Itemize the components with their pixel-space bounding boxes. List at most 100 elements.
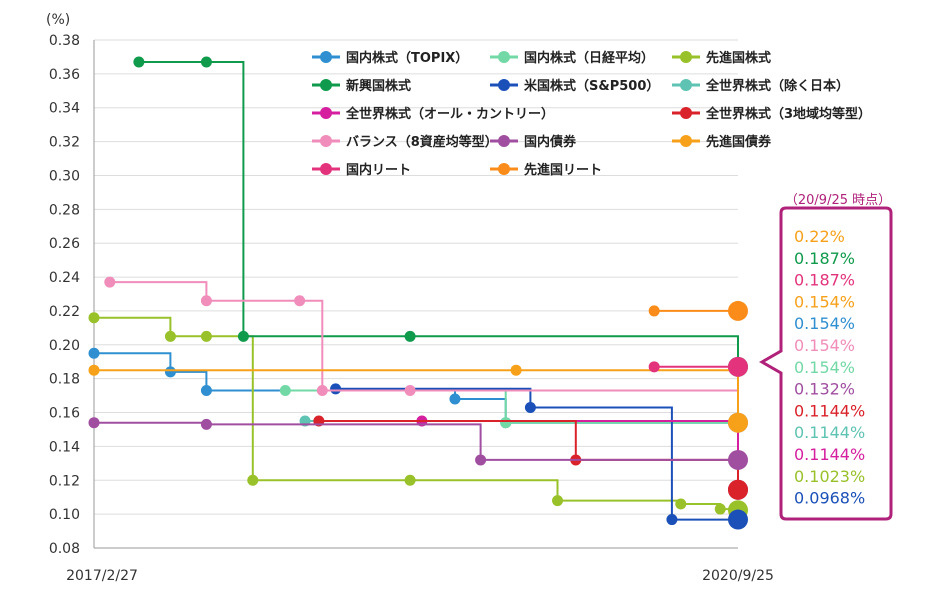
legend-swatch-dot — [498, 79, 510, 91]
y-tick-label: 0.30 — [49, 168, 80, 184]
legend-swatch-dot — [680, 79, 692, 91]
series-point — [449, 393, 461, 405]
callout-value: 0.154% — [794, 292, 855, 311]
legend-label: 国内株式（日経平均） — [524, 50, 654, 66]
legend-item: 米国株式（S&P500） — [490, 78, 659, 94]
series-end-marker — [728, 479, 748, 500]
series-point — [404, 385, 416, 397]
x-axis-ticks: 2017/2/27 2020/9/25 — [66, 568, 774, 584]
series-point — [294, 295, 306, 307]
series-point — [200, 385, 212, 397]
legend-label: 全世界株式（除く日本） — [705, 78, 849, 94]
legend-label: バランス（8資産均等型） — [346, 134, 498, 150]
y-tick-label: 0.12 — [49, 473, 80, 489]
series-point — [104, 276, 116, 288]
series-point — [714, 503, 726, 515]
series-point — [666, 514, 678, 526]
y-tick-label: 0.10 — [49, 507, 80, 523]
legend-swatch-dot — [498, 135, 510, 147]
legend-item: バランス（8資産均等型） — [312, 134, 498, 150]
series-point — [88, 312, 100, 324]
legend-swatch-dot — [320, 79, 332, 91]
legend-swatch-dot — [320, 163, 332, 175]
callout-value: 0.154% — [794, 358, 855, 377]
legend-swatch-dot — [320, 135, 332, 147]
legend-label: 国内リート — [346, 162, 411, 178]
x-tick-label-end: 2020/9/25 — [702, 568, 774, 584]
y-tick-label: 0.32 — [49, 135, 80, 151]
callout-frame — [759, 206, 893, 521]
callout-value: 0.1023% — [794, 467, 865, 486]
series-point — [200, 56, 212, 68]
series-1 — [279, 385, 748, 433]
legend-item: 先進国株式 — [672, 50, 771, 66]
legend-label: 全世界株式（オール・カントリー） — [345, 106, 554, 122]
series-point — [648, 361, 660, 373]
legend-item: 全世界株式（オール・カントリー） — [312, 106, 554, 122]
callout-value: 0.132% — [794, 380, 855, 399]
y-tick-label: 0.36 — [49, 67, 80, 83]
legend-swatch-dot — [498, 51, 510, 63]
series-point — [404, 474, 416, 486]
y-tick-label: 0.38 — [49, 33, 80, 49]
y-tick-label: 0.16 — [49, 406, 80, 422]
y-tick-label: 0.34 — [49, 101, 80, 117]
y-tick-label: 0.22 — [49, 304, 80, 320]
series-line — [94, 316, 739, 511]
series-point — [404, 330, 416, 342]
y-tick-label: 0.08 — [49, 541, 80, 557]
series-point — [247, 474, 259, 486]
series-point — [510, 364, 522, 376]
series-7 — [313, 415, 748, 500]
y-unit-label: (%) — [46, 12, 70, 28]
series-line — [335, 387, 738, 521]
y-tick-label: 0.26 — [49, 236, 80, 252]
callout-value: 0.187% — [794, 249, 855, 268]
legend-label: 国内株式（TOPIX） — [346, 50, 468, 66]
series-point — [88, 347, 100, 359]
series-line — [94, 421, 738, 461]
series-end-marker — [728, 449, 748, 470]
series-point — [316, 385, 328, 397]
series-end-marker — [728, 412, 748, 433]
callout-title: （20/9/25 時点） — [785, 193, 891, 208]
legend-swatch-dot — [320, 51, 332, 63]
legend-label: 新興国株式 — [346, 78, 411, 94]
series-2 — [88, 312, 748, 521]
series-line — [109, 281, 739, 423]
legend-label: 先進国株式 — [706, 50, 771, 66]
series-point — [88, 364, 100, 376]
series-point — [475, 454, 487, 466]
legend-label: 国内債券 — [524, 134, 577, 150]
legend-item: 新興国株式 — [312, 78, 411, 94]
series-end-marker — [728, 509, 748, 530]
series-end-marker — [728, 356, 748, 377]
series-6 — [416, 415, 748, 500]
series-end-marker — [728, 300, 748, 321]
y-axis-ticks: 0.080.100.120.140.160.180.200.220.240.26… — [49, 33, 80, 557]
legend-swatch-dot — [680, 107, 692, 119]
series-point — [133, 56, 145, 68]
callout-value: 0.1144% — [794, 401, 865, 420]
series-point — [675, 498, 687, 510]
series-12 — [648, 300, 748, 321]
series-point — [279, 385, 291, 397]
series-point — [237, 330, 249, 342]
legend-swatch-dot — [680, 51, 692, 63]
callout-value: 0.154% — [794, 314, 855, 333]
series-point — [330, 383, 342, 395]
series-9 — [88, 417, 748, 470]
series-5 — [299, 415, 748, 500]
legend-item: 国内株式（TOPIX） — [312, 50, 468, 66]
series-point — [200, 330, 212, 342]
y-tick-label: 0.24 — [49, 270, 80, 286]
series-10 — [88, 364, 748, 433]
callout-value: 0.1144% — [794, 423, 865, 442]
x-tick-label-start: 2017/2/27 — [66, 568, 138, 584]
series-point — [500, 417, 512, 429]
series-point — [552, 495, 564, 507]
y-tick-label: 0.28 — [49, 202, 80, 218]
series-point — [648, 305, 660, 317]
series-line — [94, 369, 739, 423]
